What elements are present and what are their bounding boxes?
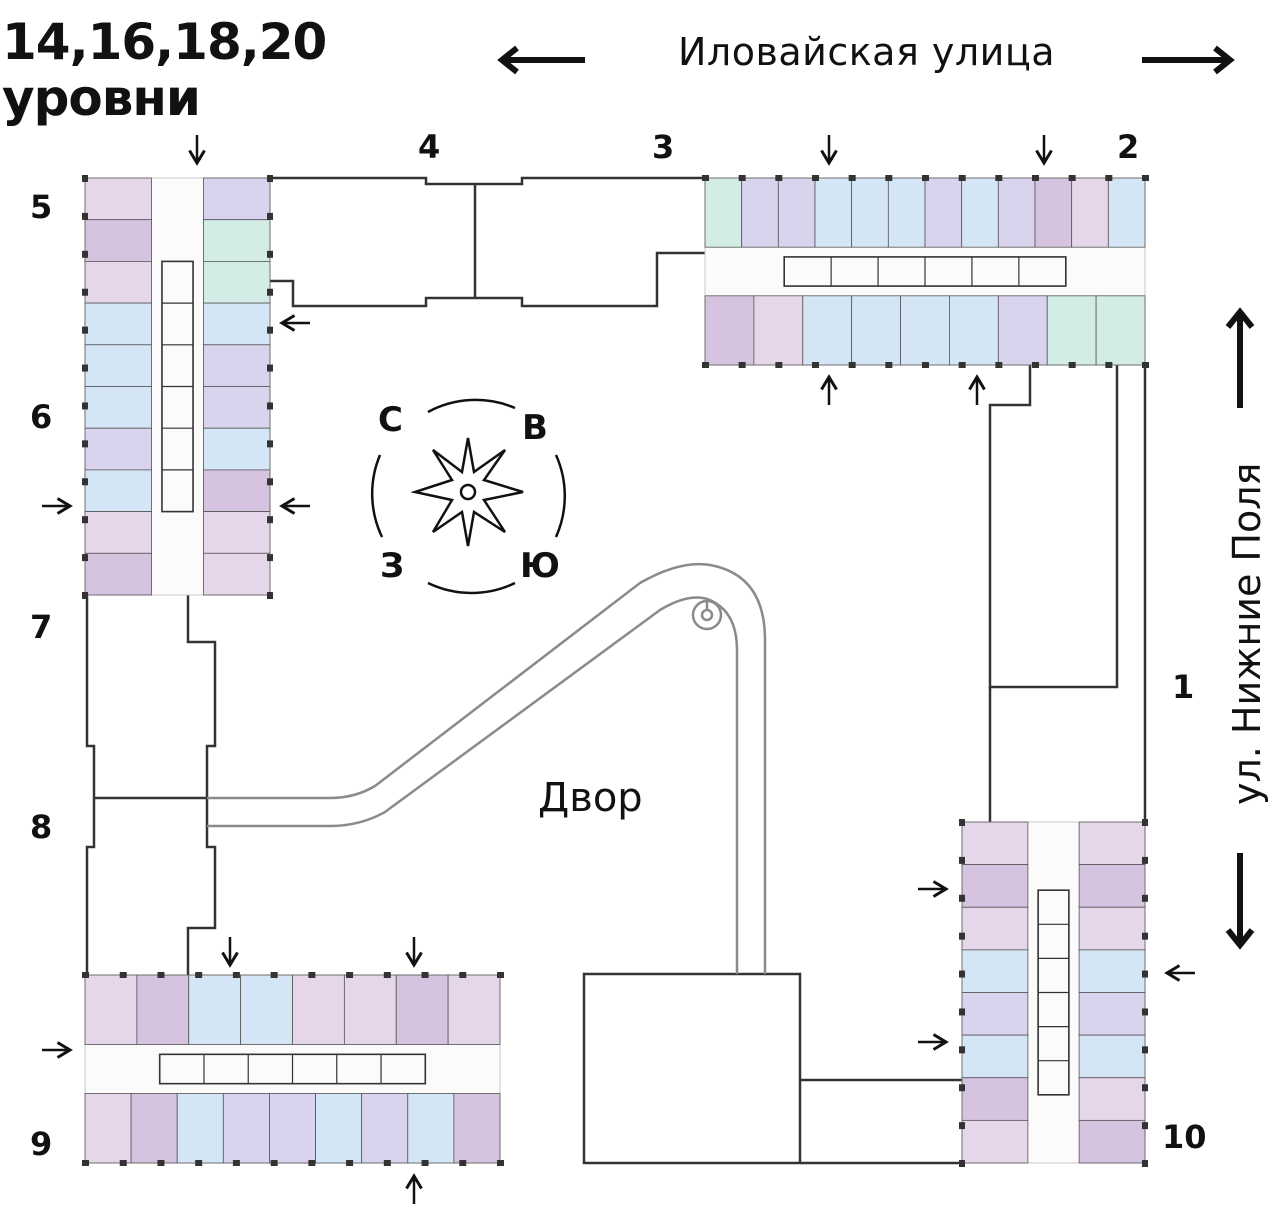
entrance-arrows [42, 135, 1195, 1204]
apartment-blocks [82, 175, 1149, 1167]
section-label-5: 5 [30, 188, 53, 226]
annex-block [582, 972, 802, 1165]
section-label-9: 9 [30, 1125, 53, 1163]
section-label-2: 2 [1117, 128, 1140, 166]
section-label-7: 7 [30, 608, 53, 646]
section-7-8-outline-right [186, 595, 217, 975]
building-outlines [85, 176, 1147, 1165]
courtyard-path [207, 562, 767, 974]
section-label-8: 8 [30, 808, 53, 846]
compass-south: Ю [520, 546, 560, 586]
street-direction-arrows [497, 45, 1255, 950]
section-label-1: 1 [1172, 668, 1195, 706]
block-section-10 [959, 819, 1148, 1167]
section-label-4: 4 [418, 128, 441, 166]
block-section-9 [82, 972, 504, 1166]
section-4-outline-bottom [270, 251, 705, 308]
section-label-6: 6 [30, 398, 53, 436]
levels-numbers: 14,16,18,20 [2, 13, 327, 71]
section-4-outline-top [270, 176, 705, 186]
compass-rose-icon [370, 398, 566, 595]
compass-north: С [378, 400, 403, 440]
section-7-8-outline-left [85, 595, 96, 975]
levels-title: 14,16,18,20 уровни [2, 13, 327, 127]
compass-east: В [522, 408, 548, 448]
block-section-5-6 [82, 175, 273, 599]
section-1-inner-outline [988, 365, 1119, 689]
compass-west: З [380, 546, 405, 586]
street-top-label: Иловайская улица [678, 30, 1056, 74]
section-label-10: 10 [1162, 1118, 1207, 1156]
levels-word: уровни [2, 69, 201, 127]
section-label-3: 3 [652, 128, 675, 166]
block-section-2-3 [702, 175, 1149, 368]
courtyard-label: Двор [538, 775, 643, 821]
